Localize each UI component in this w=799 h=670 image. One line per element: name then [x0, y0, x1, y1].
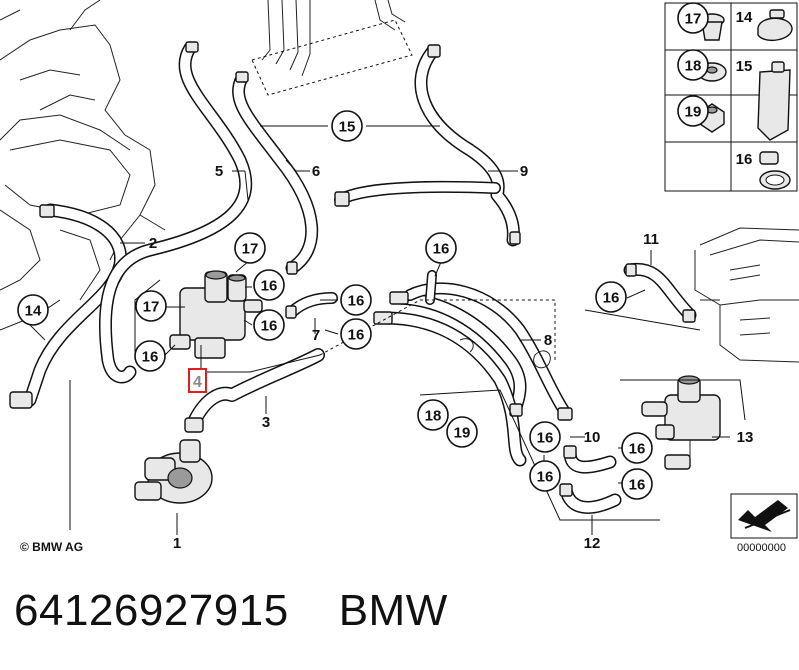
callout-label: 19	[685, 104, 702, 121]
callout-circle	[135, 290, 167, 322]
highlighted-part-4[interactable]: 4	[188, 368, 207, 393]
arrow-icon	[738, 500, 788, 532]
callout-circle	[677, 95, 709, 127]
callout-label: 17	[143, 299, 160, 316]
part-label-3[interactable]: 3	[262, 414, 270, 431]
callout-19[interactable]: 19	[446, 416, 478, 448]
callout-label: 16	[537, 430, 554, 447]
arrow-symbol-box	[730, 493, 798, 539]
callout-circle	[253, 269, 285, 301]
part-label-9[interactable]: 9	[520, 163, 528, 180]
callout-circle	[417, 399, 449, 431]
callout-label: 18	[685, 58, 702, 75]
callout-16[interactable]: 16	[340, 318, 372, 350]
callout-circle	[425, 232, 457, 264]
callout-circle	[253, 309, 285, 341]
callout-16[interactable]: 16	[529, 460, 561, 492]
top-hose-bundle	[251, 0, 413, 96]
callout-label: 16	[603, 290, 620, 307]
callout-circle	[340, 318, 372, 350]
callout-circle	[677, 2, 709, 34]
part-label-12[interactable]: 12	[584, 535, 601, 552]
callout-circle	[677, 49, 709, 81]
callout-16[interactable]: 16	[340, 284, 372, 316]
callout-circle	[17, 294, 49, 326]
engine-sketch	[0, 0, 166, 341]
inset-label-14: 14	[736, 9, 753, 26]
callout-circle	[529, 460, 561, 492]
heater-core-sketch	[694, 227, 799, 363]
callout-16[interactable]: 16	[595, 281, 627, 313]
callout-16[interactable]: 16	[134, 340, 166, 372]
callout-circle	[234, 232, 266, 264]
part-label-7[interactable]: 7	[312, 327, 320, 344]
callout-18[interactable]: 18	[417, 399, 449, 431]
callout-label: 16	[629, 441, 646, 458]
callout-15[interactable]: 15	[331, 110, 363, 142]
callout-label: 16	[433, 241, 450, 258]
callout-17[interactable]: 17	[135, 290, 167, 322]
part-label-8[interactable]: 8	[544, 332, 552, 349]
callout-label: 15	[339, 119, 356, 136]
highlighted-part-label: 4	[193, 374, 202, 391]
inset-label-16: 16	[736, 151, 753, 168]
hose-clamps	[9, 41, 696, 497]
callout-label: 16	[142, 349, 159, 366]
callout-17[interactable]: 17	[677, 2, 709, 34]
callout-label: 19	[454, 425, 471, 442]
callout-label: 16	[261, 278, 278, 295]
part-label-5[interactable]: 5	[215, 163, 223, 180]
callout-label: 18	[425, 408, 442, 425]
callout-circle	[331, 110, 363, 142]
part-label-2[interactable]: 2	[149, 235, 157, 252]
callout-circle	[621, 432, 653, 464]
callout-14[interactable]: 14	[17, 294, 49, 326]
circled-callouts: 17 14 18 15 19 16 15 17 16 17 16 16 16 16 16 16 14 18 19 16…	[17, 2, 753, 500]
double-valve-13	[641, 375, 721, 470]
callout-17[interactable]: 17	[234, 232, 266, 264]
callout-circle	[340, 284, 372, 316]
image-number: 00000000	[737, 542, 786, 554]
callout-label: 16	[537, 469, 554, 486]
part-label-6[interactable]: 6	[312, 163, 320, 180]
callout-label: 16	[348, 327, 365, 344]
callout-label: 16	[261, 318, 278, 335]
callout-16[interactable]: 16	[425, 232, 457, 264]
callout-label: 16	[629, 477, 646, 494]
part-caption: 64126927915 BMW	[14, 586, 448, 636]
callout-16[interactable]: 16	[253, 269, 285, 301]
inset-label-15: 15	[736, 58, 753, 75]
callout-label: 16	[348, 293, 365, 310]
callout-circle	[529, 421, 561, 453]
callout-19[interactable]: 19	[677, 95, 709, 127]
callout-18[interactable]: 18	[677, 49, 709, 81]
callout-16[interactable]: 16	[621, 468, 653, 500]
callout-label: 17	[685, 11, 702, 28]
part-label-13[interactable]: 13	[737, 429, 754, 446]
water-valve-assembly	[169, 270, 263, 359]
callout-16[interactable]: 16	[621, 432, 653, 464]
callout-label: 17	[242, 241, 259, 258]
callout-circle	[621, 468, 653, 500]
part-label-1[interactable]: 1	[173, 535, 181, 552]
brand-name: BMW	[338, 586, 448, 635]
callout-circle	[134, 340, 166, 372]
copyright-text: © BMW AG	[20, 540, 83, 554]
electric-water-pump	[134, 439, 213, 504]
part-label-11[interactable]: 11	[643, 231, 659, 248]
part-label-10[interactable]: 10	[584, 429, 601, 446]
callout-16[interactable]: 16	[529, 421, 561, 453]
callout-label: 14	[25, 303, 42, 320]
parts-diagram: 00000000 © BMW AG 1714181519161517161716…	[0, 0, 799, 554]
part-number: 64126927915	[14, 586, 289, 635]
callout-circle	[446, 416, 478, 448]
callout-16[interactable]: 16	[253, 309, 285, 341]
callout-circle	[595, 281, 627, 313]
